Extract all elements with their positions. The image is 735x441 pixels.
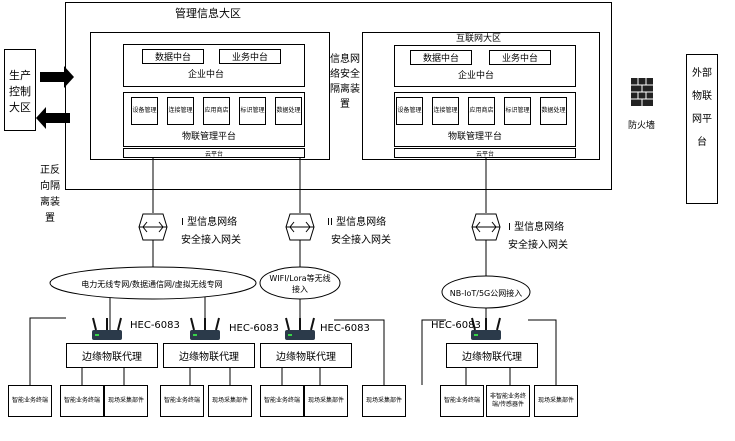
model-label-2: HEC-6083: [229, 323, 279, 334]
model-label-3: HEC-6083: [320, 323, 370, 334]
mgmt-module-4: 标识管理: [239, 97, 266, 125]
network3-label: NB-IoT/5G公网接入: [449, 288, 523, 298]
gateway-icon-2: [285, 213, 315, 241]
mgmt-inner-box: [90, 32, 330, 160]
mgmt-enterprise-label: 企业中台: [188, 70, 225, 80]
edge-agent-1: 边缘物联代理: [66, 343, 158, 368]
model-label-1: HEC-6083: [130, 320, 180, 331]
terminal-smart-5: 智能业务终端: [440, 385, 484, 417]
mgmt-enterprise-box: [123, 44, 305, 87]
internet-inner-box: [362, 32, 600, 160]
model-label-4: HEC-6083: [431, 320, 481, 331]
internet-cloud-platform: 云平台: [394, 148, 576, 158]
internet-module-3: 应用商店: [468, 97, 495, 125]
bidirectional-isolation-label: 正反向隔离装置: [40, 165, 60, 224]
gateway-icon-1: [138, 213, 168, 241]
mgmt-cloud-platform: 云平台: [123, 148, 305, 158]
external-iot-label: 外部物联网平台: [692, 68, 712, 148]
gateway2-text-line1: II 型信息网络: [327, 217, 387, 228]
gateway3-text-line2: 安全接入网关: [508, 240, 568, 251]
production-zone-label: 生产控制大区: [9, 69, 31, 114]
network1-label: 电力无线专网/数据通信网/虚拟无线专网: [81, 279, 223, 289]
mgmt-module-3: 应用商店: [203, 97, 230, 125]
edge-agent-4: 边缘物联代理: [446, 343, 538, 368]
terminal-field-2: 现场采集部件: [208, 385, 252, 417]
internet-iot-label: 物联管理平台: [448, 132, 503, 142]
internet-data-platform: 数据中台: [410, 50, 472, 65]
mgmt-data-platform: 数据中台: [142, 49, 204, 64]
gateway1-text-line1: I 型信息网络: [181, 217, 238, 228]
terminal-smart-2: 智能业务终端: [60, 385, 104, 417]
internet-module-1: 设备管理: [396, 97, 423, 125]
terminal-smart-1: 智能业务终端: [8, 385, 52, 417]
internet-module-5: 数据处理: [540, 97, 567, 125]
gateway3-text-line1: I 型信息网络: [508, 222, 565, 233]
terminal-smart-4: 智能业务终端: [260, 385, 304, 417]
gateway2-text-line2: 安全接入网关: [331, 235, 391, 246]
terminal-field-3: 现场采集部件: [304, 385, 348, 417]
router-icon-2: [190, 317, 220, 340]
terminal-non-smart: 非智能业务终端/传感器件: [486, 385, 530, 417]
gateway-icon-3: [471, 213, 501, 241]
terminal-field-4: 现场采集部件: [362, 385, 406, 417]
firewall-icon: [631, 78, 653, 106]
mgmt-iot-box: [123, 92, 305, 147]
terminal-field-5: 现场采集部件: [534, 385, 578, 417]
internet-enterprise-box: [394, 45, 576, 87]
router-icon-3: [285, 317, 315, 340]
management-outer-box: [65, 2, 612, 190]
mgmt-module-1: 设备管理: [131, 97, 158, 125]
edge-agent-2: 边缘物联代理: [163, 343, 255, 368]
mgmt-module-2: 连接管理: [167, 97, 194, 125]
external-iot-box: [686, 54, 718, 204]
gateway1-text-line2: 安全接入网关: [181, 235, 241, 246]
mgmt-business-platform: 业务中台: [219, 49, 281, 64]
router-icon-4: [471, 317, 501, 340]
internet-iot-box: [394, 92, 576, 147]
mgmt-module-5: 数据处理: [275, 97, 302, 125]
mgmt-iot-label: 物联管理平台: [182, 132, 237, 142]
terminal-smart-3: 智能业务终端: [160, 385, 204, 417]
router-icon-1: [92, 317, 122, 340]
internet-business-platform: 业务中台: [489, 50, 551, 65]
edge-agent-3: 边缘物联代理: [260, 343, 352, 368]
production-zone-box: [4, 49, 36, 131]
mgmt-zone-title: 管理信息大区: [175, 7, 241, 20]
security-isolation-label: 信息网络安全隔离装置: [330, 54, 360, 110]
internet-enterprise-label: 企业中台: [458, 71, 495, 81]
terminal-field-1: 现场采集部件: [104, 385, 148, 417]
internet-zone-title: 互联网大区: [456, 34, 502, 44]
internet-module-2: 连接管理: [432, 97, 459, 125]
firewall-label: 防火墙: [628, 121, 656, 131]
network2-label: WIFI/Lora等无线接入: [269, 274, 331, 294]
internet-module-4: 标识管理: [504, 97, 531, 125]
